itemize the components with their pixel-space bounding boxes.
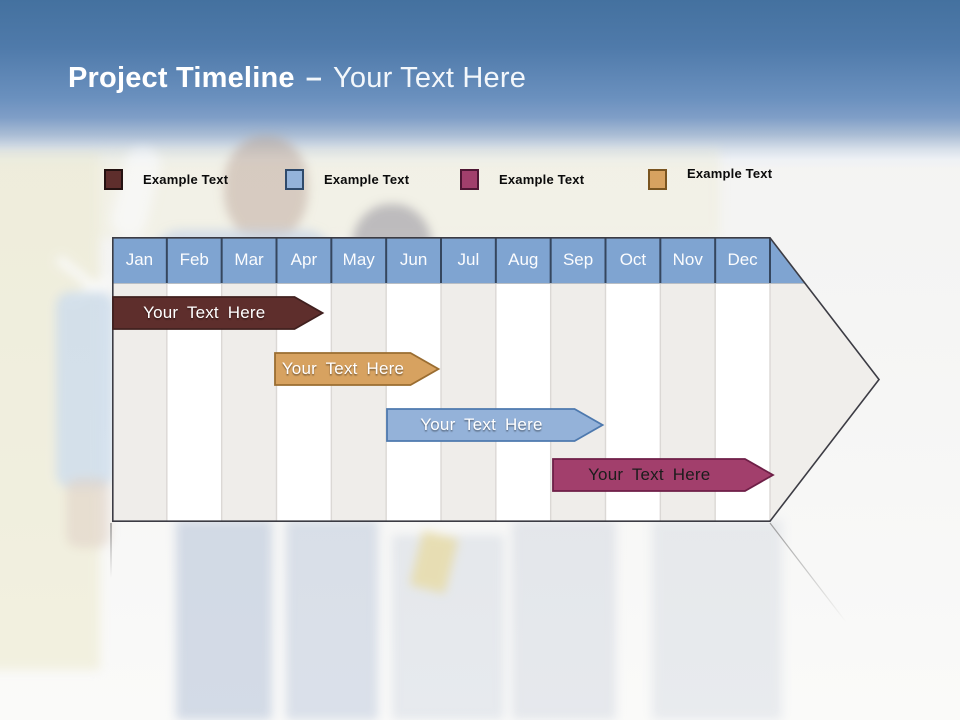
month-cell: Aug (508, 250, 539, 269)
timeline-bar: Your Text Here (386, 408, 605, 442)
timeline-bar: Your Text Here (551, 458, 775, 492)
month-cell: Feb (179, 250, 209, 269)
title-subtitle: Your Text Here (333, 62, 527, 94)
legend-item: Example Text (648, 166, 773, 190)
legend-label: Example Text (499, 172, 585, 187)
month-cell: Mar (234, 250, 264, 269)
photo-jeans-leg (392, 535, 504, 720)
bar-label: Your Text Here (281, 359, 405, 378)
month-cell: Oct (619, 250, 647, 269)
month-cell: Sep (562, 250, 594, 269)
photo-jeans-leg (652, 520, 782, 720)
timeline: Jan Feb Mar Apr May Jun Jul Aug Sep Oct Nov Dec You… (112, 237, 881, 523)
legend: Example Text Example Text Example Text Exam… (0, 166, 960, 195)
photo-jeans-leg (512, 520, 616, 720)
legend-swatch (285, 169, 304, 190)
legend-item: Example Text (104, 169, 228, 190)
title-dash: – (305, 62, 323, 94)
legend-label: Example Text (687, 166, 773, 181)
photo-jeans-leg (286, 520, 378, 720)
timeline-bar: Your Text Here (112, 296, 325, 330)
month-cell: Nov (672, 250, 703, 269)
month-cell: Jun (399, 250, 428, 269)
bar-label: Your Text Here (420, 415, 543, 434)
legend-swatch (648, 169, 667, 190)
month-cell: Jul (457, 250, 480, 269)
legend-swatch (104, 169, 123, 190)
legend-item: Example Text (285, 169, 409, 190)
month-cell: Jan (125, 250, 154, 269)
legend-label: Example Text (324, 172, 410, 187)
timeline-bar: Your Text Here (273, 352, 441, 386)
bar-label: Your Text Here (588, 465, 711, 484)
month-header: Jan Feb Mar Apr May Jun Jul Aug Sep Oct Nov Dec (112, 237, 770, 283)
title-bold: Project Timeline (68, 62, 295, 94)
photo-person-left-arm-shirt (56, 292, 114, 488)
photo-person-left-arm (66, 478, 110, 548)
slide-title: Project Timeline – Your Text Here (68, 62, 526, 95)
month-cell: May (342, 250, 375, 269)
month-cell: Dec (727, 250, 758, 269)
legend-label: Example Text (143, 172, 229, 187)
photo-field-left (0, 150, 100, 670)
photo-field-band (100, 148, 720, 238)
photo-jeans-leg (176, 520, 272, 720)
bar-label: Your Text Here (143, 303, 266, 322)
header-gradient (0, 0, 960, 168)
month-cell: Apr (290, 250, 318, 269)
legend-swatch (460, 169, 479, 190)
legend-item: Example Text (460, 169, 584, 190)
